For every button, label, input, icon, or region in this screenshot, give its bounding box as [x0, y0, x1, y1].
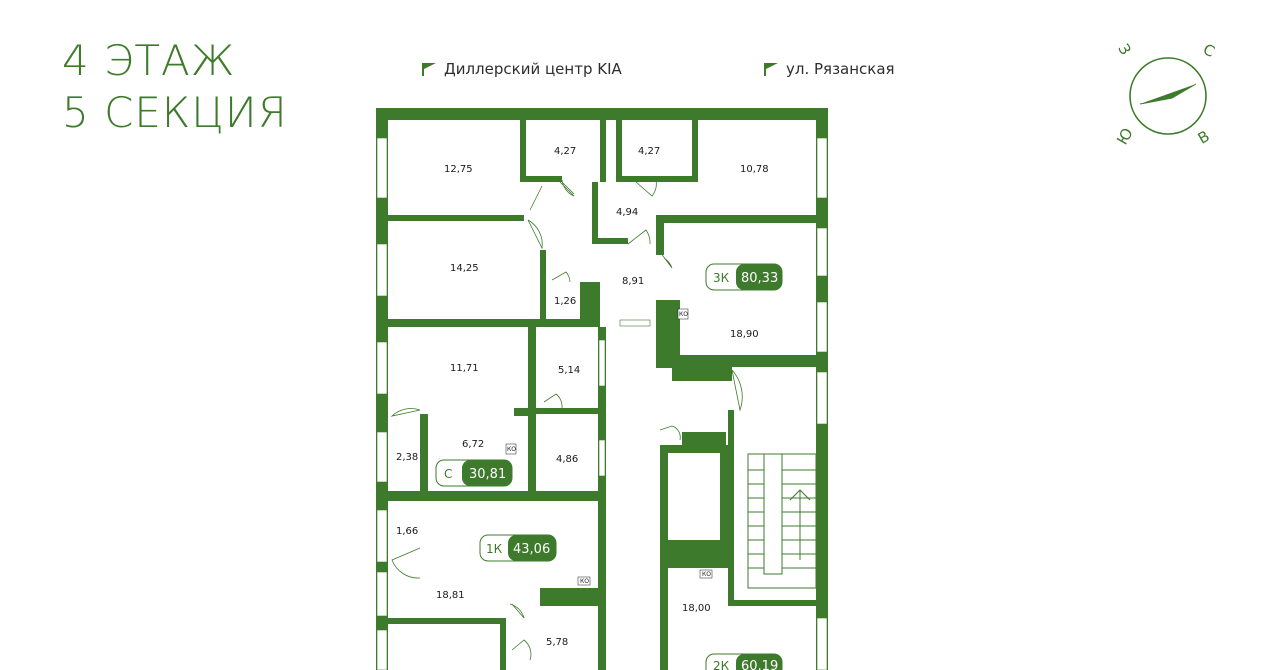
room-area: 5,78	[546, 637, 568, 648]
room-area: 4,27	[554, 146, 576, 157]
room-area: 2,38	[396, 452, 418, 463]
direction-label: ул. Рязанская	[786, 60, 895, 78]
room-area: 11,71	[450, 363, 479, 374]
walls	[376, 108, 828, 670]
apartment-tag-2k[interactable]: 2К 60,19	[705, 653, 783, 670]
compass-needle-icon	[1140, 84, 1196, 104]
apartment-area: 43,06	[513, 542, 550, 557]
apartment-area: 60,19	[741, 659, 778, 670]
room-area: 4,27	[638, 146, 660, 157]
room-area: 6,72	[462, 439, 484, 450]
apartment-area: 30,81	[469, 467, 506, 482]
ko-markers: КО КО КО КО	[505, 308, 713, 586]
room-area: 5,14	[558, 365, 580, 376]
room-area: 18,81	[436, 590, 465, 601]
room-area: 14,25	[450, 263, 479, 274]
doors	[390, 179, 743, 661]
apartment-tag-studio[interactable]: С 30,81	[435, 459, 513, 487]
room-area: 18,00	[682, 603, 711, 614]
room-area: 4,94	[616, 207, 638, 218]
ko-label: КО	[580, 578, 589, 585]
room-area: 10,78	[740, 164, 769, 175]
apartment-area: 80,33	[741, 271, 778, 286]
room-areas: 12,75 4,27 4,27 10,78 14,25 4,94 8,91 1,…	[396, 146, 769, 648]
compass-south: Ю	[1113, 125, 1137, 148]
compass: З С Ю В	[1113, 40, 1217, 148]
windows	[376, 137, 828, 670]
staircase	[747, 453, 817, 589]
direction-kia: Диллерский центр KIA	[420, 60, 622, 78]
direction-street: ул. Рязанская	[762, 60, 895, 78]
room-area: 12,75	[444, 164, 473, 175]
ko-label: КО	[507, 446, 516, 453]
flag-icon	[422, 63, 436, 76]
apartment-type: 2К	[713, 659, 730, 670]
compass-circle	[1129, 57, 1207, 135]
apartment-tag-3k[interactable]: 3К 80,33	[705, 263, 783, 291]
room-area: 1,26	[554, 296, 576, 307]
ko-label: КО	[702, 571, 711, 578]
apartment-type: 3К	[713, 271, 730, 285]
floor-title: 4 ЭТАЖ	[62, 36, 236, 85]
compass-west: З	[1114, 41, 1134, 58]
room-area: 18,90	[730, 329, 759, 340]
direction-label: Диллерский центр KIA	[444, 60, 622, 78]
apartment-tag-1k[interactable]: 1К 43,06	[479, 534, 557, 562]
apartment-type: 1К	[486, 542, 503, 556]
compass-east: В	[1195, 127, 1213, 148]
room-area: 4,86	[556, 454, 578, 465]
compass-north: С	[1200, 40, 1217, 61]
room-area: 1,66	[396, 526, 418, 537]
section-title: 5 СЕКЦИЯ	[62, 88, 288, 137]
apartment-type: С	[444, 467, 452, 481]
room-area: 8,91	[622, 276, 644, 287]
ko-label: КО	[679, 311, 688, 318]
flag-icon	[764, 63, 778, 76]
